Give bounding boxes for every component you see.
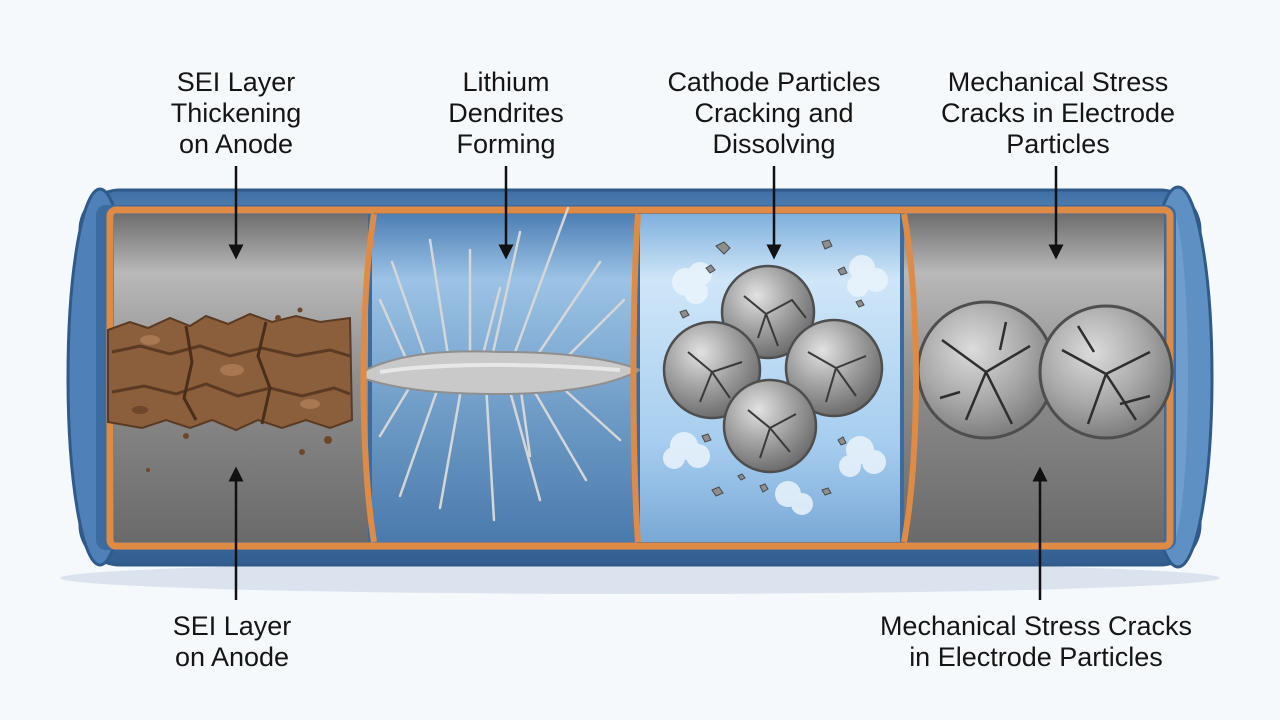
label-line: Lithium [462, 67, 549, 97]
label-line: Mechanical Stress Cracks [880, 611, 1192, 641]
chamber-dendrites [362, 208, 640, 542]
label-line: SEI Layer [177, 67, 296, 97]
cathode-particle-bottom [724, 380, 816, 472]
label-mechanical-stress-bottom: Mechanical Stress Cracks in Electrode Pa… [880, 611, 1192, 672]
cell-shadow [60, 562, 1220, 594]
label-line: Cracking and [694, 98, 853, 128]
label-line: Dendrites [448, 98, 564, 128]
cracked-particle-right [1040, 306, 1172, 438]
label-line: SEI Layer [173, 611, 292, 641]
label-sei-thickening: SEI Layer Thickening on Anode [171, 67, 302, 159]
label-line: Particles [1006, 129, 1110, 159]
label-line: Cathode Particles [667, 67, 880, 97]
label-line: Mechanical Stress [948, 67, 1169, 97]
label-line: on Anode [175, 642, 289, 672]
label-line: in Electrode Particles [909, 642, 1163, 672]
label-line: Dissolving [712, 129, 835, 159]
chamber-mechanical-stress [904, 214, 1172, 542]
chamber-sei-anode [108, 214, 368, 542]
label-mechanical-stress-top: Mechanical Stress Cracks in Electrode Pa… [941, 67, 1175, 159]
label-line: Cracks in Electrode [941, 98, 1175, 128]
label-cathode-particles: Cathode Particles Cracking and Dissolvin… [667, 67, 880, 159]
label-lithium-dendrites: Lithium Dendrites Forming [448, 67, 564, 159]
cracked-particle-left [918, 302, 1054, 438]
label-sei-anode: SEI Layer on Anode [173, 611, 292, 672]
label-line: on Anode [179, 129, 293, 159]
label-line: Thickening [171, 98, 302, 128]
chamber-cathode-particles [640, 214, 900, 542]
label-line: Forming [456, 129, 555, 159]
